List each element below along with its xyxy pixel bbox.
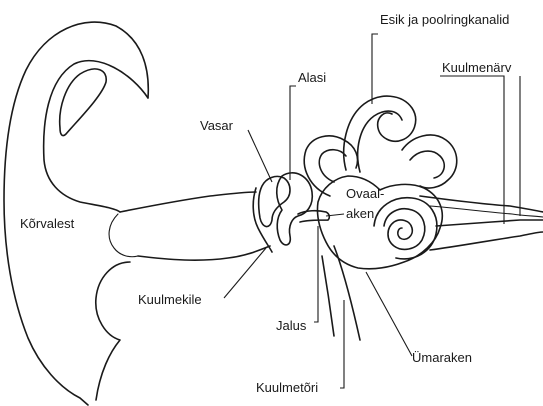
leader-jalus (314, 226, 318, 322)
label-ovaal-line2: aken (346, 206, 374, 221)
leader-kuulmekile (224, 248, 266, 298)
label-korvalest: Kõrvalest (20, 216, 75, 231)
eardrum (253, 188, 272, 252)
label-kuulmenarv: Kuulmenärv (442, 60, 512, 75)
eustachian-tube-left (322, 256, 334, 336)
label-ovaal-line1: Ovaal- (346, 186, 384, 201)
tragus (109, 214, 138, 257)
malleus (259, 176, 290, 226)
semicircular-canal-right (402, 135, 457, 188)
leader-vasar (248, 130, 272, 182)
semicircular-canal-right-inner (410, 151, 444, 178)
label-kuulmekile: Kuulmekile (138, 292, 202, 307)
auditory-nerve-lower (436, 220, 543, 226)
lobule-curve (96, 262, 130, 400)
label-esik: Esik ja poolringkanalid (380, 12, 509, 27)
semicircular-canal-upper (344, 96, 416, 170)
label-alasi: Alasi (298, 70, 326, 85)
antihelix (60, 69, 107, 136)
nerve-bottom-edge (430, 232, 543, 250)
incus (277, 173, 313, 245)
pinna-inner-fold (44, 61, 148, 212)
leader-esik (372, 34, 378, 104)
auditory-nerve-mid (430, 206, 543, 217)
leader-umaraken (366, 272, 412, 356)
label-vasar: Vasar (200, 118, 234, 133)
leader-alasi (290, 86, 296, 180)
ear-canal-lower (138, 246, 270, 260)
eustachian-tube-right (334, 246, 360, 340)
cochlea-spiral (384, 209, 425, 250)
label-umaraken: Ümaraken (412, 350, 472, 365)
leader-kuulmetori (340, 300, 344, 388)
pinna-outline (4, 22, 148, 405)
stapes (298, 211, 329, 222)
auditory-nerve-upper (420, 196, 543, 212)
label-jalus: Jalus (276, 318, 307, 333)
ear-canal-upper (120, 192, 256, 212)
label-kuulmetori: Kuulmetõri (256, 380, 318, 395)
